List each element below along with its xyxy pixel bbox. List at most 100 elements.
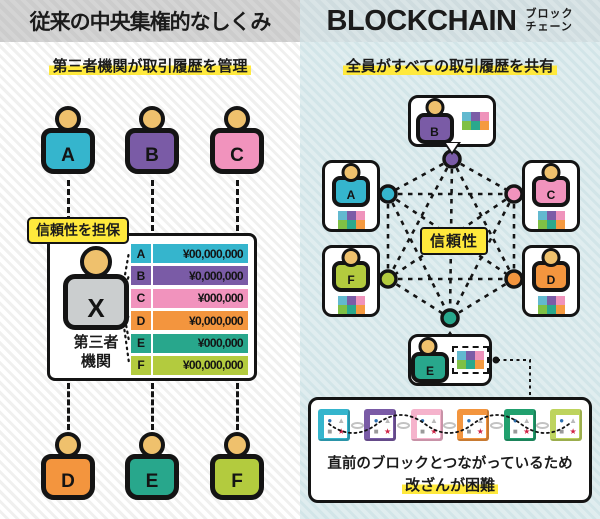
subtitle-centralized-text: 第三者機関が取引履歴を管理 (49, 58, 251, 75)
block-glyph: ★ (337, 427, 345, 437)
ledger-copy-icon (461, 112, 489, 130)
person-b: B (125, 106, 179, 174)
ledger-cell (479, 112, 489, 121)
person-b: B (415, 98, 454, 144)
title-centralized: 従来の中央集権的なしくみ (29, 11, 272, 34)
block-cube: ●▲■★ (549, 409, 582, 441)
ledger-cell (355, 305, 365, 314)
ledger-cell (537, 220, 547, 229)
block-glyph: ★ (523, 427, 531, 437)
ledger-cell (346, 220, 356, 229)
card-pointer (443, 142, 461, 164)
ledger-row-amount: ¥0,000,000 (153, 266, 248, 286)
block-cube: ●▲■★ (364, 409, 397, 441)
ledger-row-amount: ¥000,000 (153, 333, 248, 353)
ledger-copy-icon (337, 296, 365, 314)
person-c: C (532, 163, 570, 207)
block-face: ●▲■★ (416, 415, 440, 438)
chain-link-icon (536, 421, 550, 429)
chain-link-icon (443, 421, 457, 429)
person-head-icon (80, 246, 112, 278)
block-glyph: ● (327, 415, 333, 425)
person-head-icon (139, 432, 165, 458)
ledger-cell (457, 351, 466, 360)
ledger-cell (475, 360, 484, 369)
block-face: ●▲■★ (463, 415, 487, 438)
block-face: ●▲■★ (509, 415, 533, 438)
block-glyph: ● (466, 415, 472, 425)
ledger-cell (355, 220, 365, 229)
ledger-row: F ¥00,000,000 (131, 355, 248, 375)
ledger-cell (470, 112, 480, 121)
ledger-row-label: D (131, 311, 151, 331)
ledger-row-label: F (131, 355, 151, 375)
dotted-connector (236, 383, 239, 430)
chain-caption-line1: 直前のブロックとつながっているため (327, 456, 573, 472)
title-blockchain-kana: ブロック チェーン (525, 8, 573, 34)
kana-line1: ブロック (525, 7, 574, 20)
block-glyph: ■ (327, 427, 333, 437)
ledger-cell (355, 211, 365, 220)
ledger-cell (479, 121, 489, 130)
block-glyph: ● (559, 415, 565, 425)
person-head-icon (341, 163, 361, 182)
block-glyph: ★ (476, 427, 484, 437)
ledger-copy-icon (537, 296, 565, 314)
person-head-icon (55, 106, 81, 132)
header-blockchain: BLOCKCHAIN ブロック チェーン (300, 0, 600, 42)
ledger-cell (555, 211, 565, 220)
block-glyph: ● (373, 415, 379, 425)
ledger-copy-icon (457, 351, 484, 369)
trust-label: 信頼性 (420, 227, 489, 255)
person-e: E (411, 337, 449, 383)
authority-name-line1: 第三者 (73, 334, 119, 351)
ledger-cell (346, 296, 356, 305)
person-head-icon (341, 248, 361, 267)
member-card-d: D (522, 245, 580, 317)
block-glyph: ▲ (337, 415, 346, 425)
dotted-connector (151, 180, 154, 231)
ledger-row-label: B (131, 266, 151, 286)
person-c-label: C (210, 128, 264, 174)
blockchain-explainer-box: ●▲■★ ●▲■★ ●▲■★ ●▲■★ ●▲■★ ●▲■★ 直前のブロックとつな… (308, 397, 592, 503)
subtitle-blockchain: 全員がすべての取引履歴を共有 (300, 55, 600, 76)
person-a: A (332, 163, 370, 207)
person-head-icon (541, 163, 561, 182)
block-glyph: ▲ (522, 415, 531, 425)
person-a-label: A (41, 128, 95, 174)
ledger-row: B ¥0,000,000 (131, 266, 248, 286)
kana-line2: チェーン (525, 21, 573, 33)
ledger-cell (346, 211, 356, 220)
person-d-label: D (41, 454, 95, 500)
header-centralized: 従来の中央集権的なしくみ (0, 0, 300, 42)
person-x-authority: X (63, 246, 129, 330)
block-cube: ●▲■★ (503, 409, 536, 441)
node-c (504, 184, 524, 204)
block-link-connector (497, 359, 531, 399)
person-e-label: E (125, 454, 179, 500)
member-card-c: C (522, 160, 580, 232)
block-glyph: ▲ (476, 415, 485, 425)
person-head-icon (224, 432, 250, 458)
block-glyph: ▲ (430, 415, 438, 425)
chain-link-icon (350, 421, 364, 429)
block-cube: ●▲■★ (410, 409, 443, 441)
ledger-row-label: C (131, 288, 151, 308)
ledger-cell (355, 296, 365, 305)
block-glyph: ★ (384, 427, 392, 437)
block-glyph: ▲ (569, 415, 578, 425)
ledger-cell (461, 112, 471, 121)
person-x-label: X (63, 274, 129, 330)
node-d (504, 269, 524, 289)
ledger-cell (537, 305, 547, 314)
dotted-connector (236, 180, 239, 231)
person-c: C (210, 106, 264, 174)
ledger-row-label: E (131, 333, 151, 353)
member-card-b: B (408, 95, 496, 147)
ledger-cell (546, 211, 556, 220)
ledger-cell (466, 360, 475, 369)
block-chain-row: ●▲■★ ●▲■★ ●▲■★ ●▲■★ ●▲■★ ●▲■★ (311, 409, 589, 441)
ledger-row-amount: ¥0,000,000 (153, 311, 248, 331)
ledger-copy-icon (537, 211, 565, 229)
block-glyph: ★ (430, 427, 438, 437)
